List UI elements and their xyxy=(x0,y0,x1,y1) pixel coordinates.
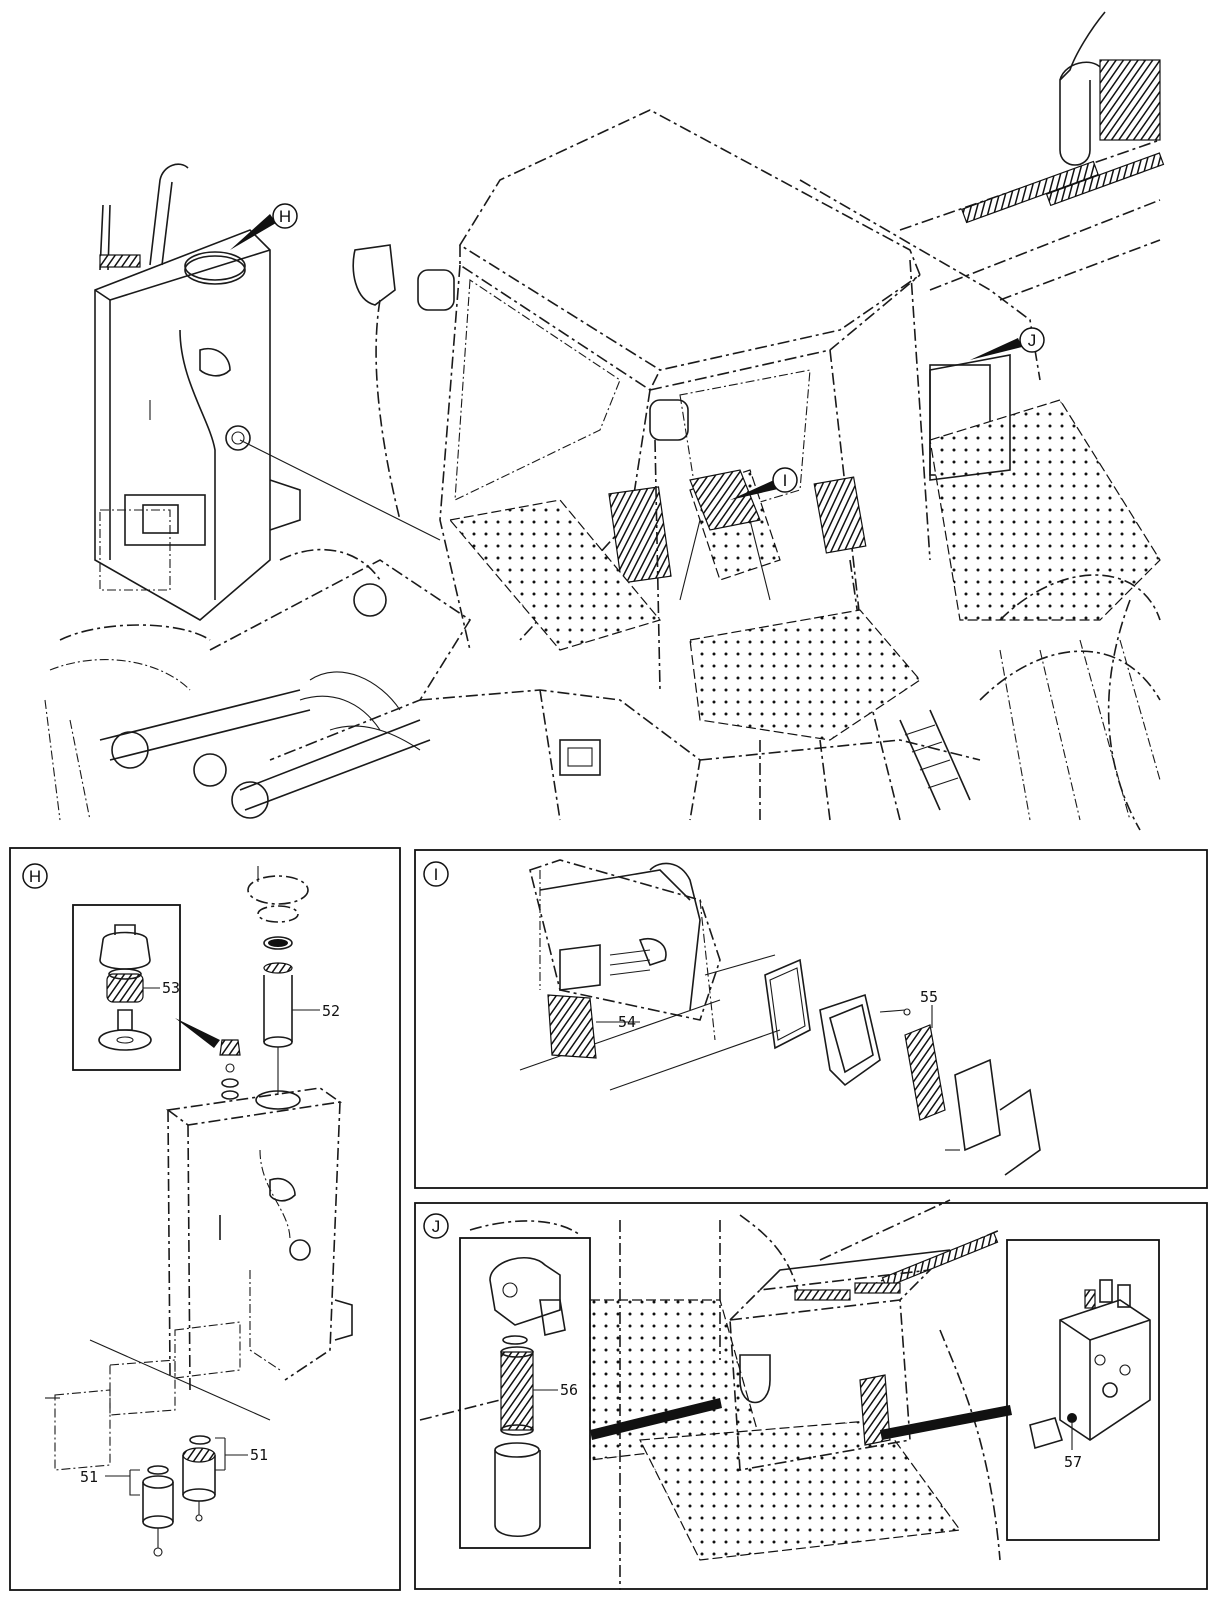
part-51-right-label: 51 xyxy=(250,1446,268,1464)
part-51-left-label: 51 xyxy=(80,1468,98,1486)
callout-h-label: H xyxy=(279,207,291,226)
inset-56 xyxy=(459,1237,591,1549)
panel-i-label: I xyxy=(434,865,439,884)
inset-53 xyxy=(72,904,181,1071)
part-55-label: 55 xyxy=(920,988,938,1006)
part-53-label: 53 xyxy=(162,979,180,997)
part-52-label: 52 xyxy=(322,1002,340,1020)
machine-overview xyxy=(44,11,1165,831)
breather-assembly: 53 xyxy=(98,924,180,1051)
filters-51: 51 51 xyxy=(80,1435,268,1557)
valve-block-57: 57 xyxy=(1029,1279,1151,1471)
panel-j: J 56 xyxy=(414,1199,1208,1590)
filter-52: 52 xyxy=(247,866,340,1095)
callout-i-label: I xyxy=(783,471,788,490)
hvac-housing xyxy=(519,859,781,1091)
inset-57 xyxy=(1006,1239,1160,1541)
hydraulic-tank xyxy=(45,1087,353,1471)
part-57-label: 57 xyxy=(1064,1453,1082,1471)
callout-i: I xyxy=(730,467,798,500)
filter-55: 55 xyxy=(904,988,946,1121)
part-54-label: 54 xyxy=(618,1013,636,1031)
panel-i: I 54 55 xyxy=(414,849,1208,1189)
part-56-label: 56 xyxy=(560,1381,578,1399)
callout-j-label: J xyxy=(1028,331,1037,350)
filter-56: 56 xyxy=(489,1257,578,1537)
callout-h: H xyxy=(230,203,298,250)
panel-h-label: H xyxy=(29,867,41,886)
callout-j: J xyxy=(970,327,1045,360)
panel-h: H 53 xyxy=(9,847,401,1591)
filter-54: 54 xyxy=(547,994,640,1059)
panel-j-label: J xyxy=(432,1217,441,1236)
